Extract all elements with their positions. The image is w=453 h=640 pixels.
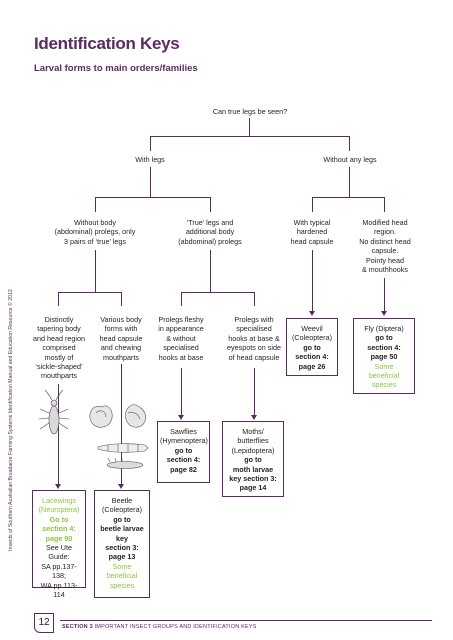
page-title: Identification Keys [34, 34, 180, 53]
lacewing-larva-icon [38, 389, 70, 435]
beetle-larva-curled-icon [89, 405, 113, 428]
elongate-larva-icon [106, 457, 144, 469]
footer-section: SECTION 3 IMPORTANT INSECT GROUPS AND ID… [62, 624, 257, 630]
page-number: 12 [34, 613, 54, 633]
larvae-illustrations [38, 389, 149, 469]
footer-divider [60, 620, 432, 621]
wireworm-larva-icon [97, 443, 149, 453]
beetle-larva-icon-2 [125, 404, 146, 428]
sidebar-copyright: Insects of Southern Australian Broadacre… [8, 289, 14, 551]
without-legs-label: Without any legs [323, 155, 377, 164]
page-subtitle: Larval forms to main orders/families [34, 63, 198, 74]
with-legs-label: With legs [135, 155, 165, 164]
footer-section-title: IMPORTANT INSECT GROUPS AND IDENTIFICATI… [94, 624, 257, 630]
key-question: Can true legs be seen? [212, 107, 288, 116]
sidebar: Insects of Southern Australian Broadacre… [0, 0, 22, 640]
footer-section-label: SECTION 3 [62, 624, 93, 630]
